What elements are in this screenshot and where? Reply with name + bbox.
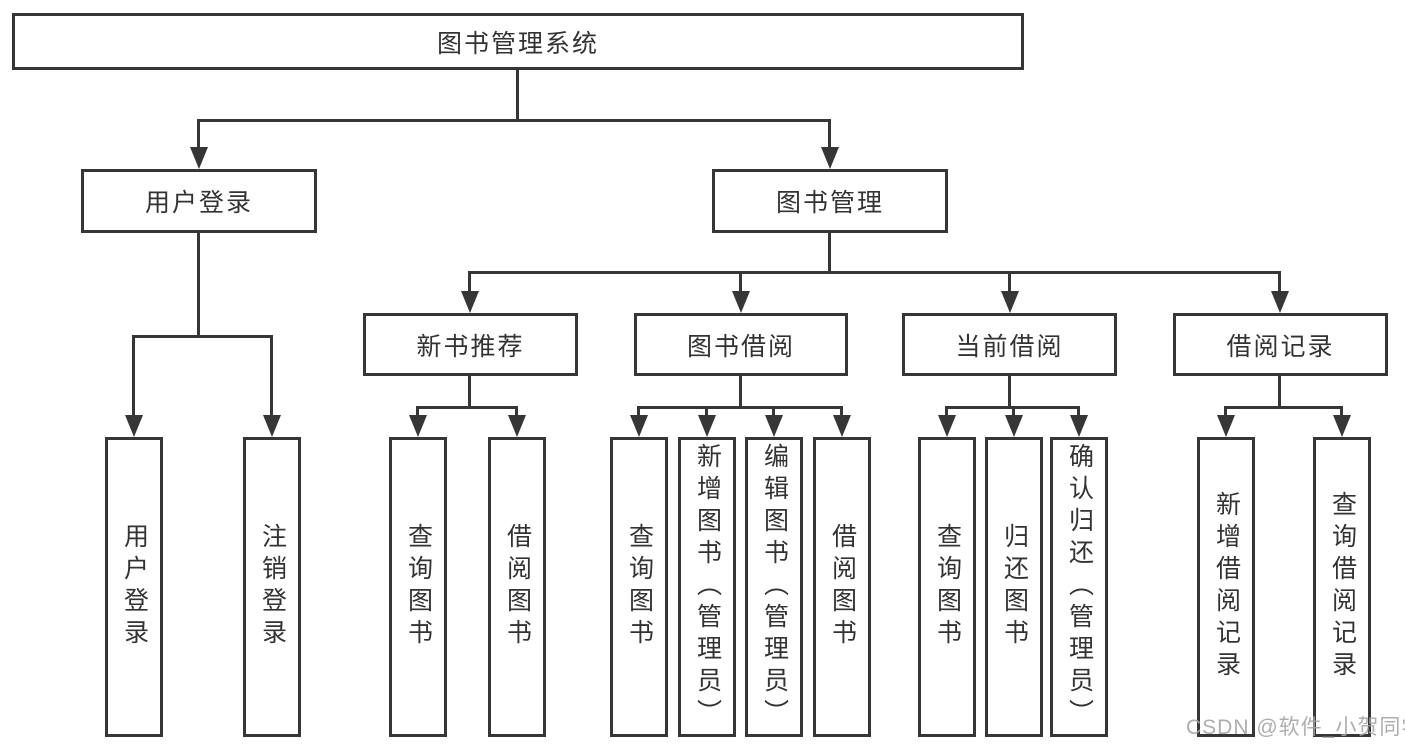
connector-line bbox=[739, 376, 742, 406]
connector-line bbox=[637, 406, 843, 409]
leaf-add-book-admin: 新增图书（管理员） bbox=[678, 437, 736, 737]
node-current-borrowing: 当前借阅 bbox=[902, 313, 1117, 376]
connector-line bbox=[468, 271, 471, 295]
arrow-down-icon bbox=[508, 415, 526, 437]
leaf-user-login: 用户登录 bbox=[105, 437, 163, 737]
connector-line bbox=[945, 406, 948, 418]
connector-line bbox=[828, 233, 831, 271]
connector-line bbox=[739, 271, 742, 295]
leaf-label: 查询图书 bbox=[933, 523, 962, 651]
arrow-down-icon bbox=[765, 415, 783, 437]
node-book-management: 图书管理 bbox=[712, 169, 948, 233]
arrow-down-icon bbox=[1070, 415, 1088, 437]
arrow-down-icon bbox=[1005, 415, 1023, 437]
node-borrowing-records: 借阅记录 bbox=[1173, 313, 1388, 376]
arrow-down-icon bbox=[1333, 415, 1351, 437]
leaf-borrow-books-borrowing: 借阅图书 bbox=[813, 437, 871, 737]
connector-line bbox=[515, 406, 518, 418]
leaf-label: 查询图书 bbox=[404, 523, 433, 651]
connector-line bbox=[840, 406, 843, 418]
arrow-down-icon bbox=[821, 147, 839, 169]
connector-line bbox=[1077, 406, 1080, 418]
connector-line bbox=[516, 70, 519, 119]
arrow-down-icon bbox=[938, 415, 956, 437]
connector-line bbox=[637, 406, 640, 418]
leaf-query-books-borrowing: 查询图书 bbox=[610, 437, 668, 737]
leaf-query-books-current: 查询图书 bbox=[918, 437, 976, 737]
leaf-label: 新增借阅记录 bbox=[1212, 491, 1241, 683]
leaf-query-borrow-record: 查询借阅记录 bbox=[1313, 437, 1371, 737]
connector-line bbox=[416, 406, 419, 418]
arrow-down-icon bbox=[1001, 291, 1019, 313]
connector-line bbox=[1008, 271, 1011, 295]
node-book-borrowing: 图书借阅 bbox=[634, 313, 848, 376]
leaf-query-books-recommend: 查询图书 bbox=[389, 437, 447, 737]
connector-line bbox=[1008, 376, 1011, 406]
arrow-down-icon bbox=[125, 415, 143, 437]
connector-line bbox=[197, 119, 200, 149]
connector-line bbox=[468, 376, 471, 406]
connector-line bbox=[468, 271, 1281, 274]
connector-line bbox=[132, 335, 135, 417]
connector-line bbox=[1224, 406, 1227, 418]
arrow-down-icon bbox=[630, 415, 648, 437]
leaf-logout: 注销登录 bbox=[243, 437, 301, 737]
node-new-book-recommendation: 新书推荐 bbox=[363, 313, 578, 376]
leaf-label: 新增图书（管理员） bbox=[693, 443, 722, 731]
arrow-down-icon bbox=[698, 415, 716, 437]
leaf-label: 借阅图书 bbox=[503, 523, 532, 651]
arrow-down-icon bbox=[732, 291, 750, 313]
node-user-login: 用户登录 bbox=[81, 169, 317, 233]
connector-line bbox=[772, 406, 775, 418]
arrow-down-icon bbox=[409, 415, 427, 437]
connector-line bbox=[1340, 406, 1343, 418]
leaf-confirm-return-admin: 确认归还（管理员） bbox=[1050, 437, 1108, 737]
connector-line bbox=[197, 233, 200, 335]
leaf-return-books: 归还图书 bbox=[985, 437, 1043, 737]
arrow-down-icon bbox=[1217, 415, 1235, 437]
connector-line bbox=[1278, 376, 1281, 406]
arrow-down-icon bbox=[190, 147, 208, 169]
arrow-down-icon bbox=[833, 415, 851, 437]
connector-line bbox=[198, 119, 831, 122]
connector-line bbox=[416, 406, 518, 409]
leaf-edit-book-admin: 编辑图书（管理员） bbox=[745, 437, 803, 737]
arrow-down-icon bbox=[1271, 291, 1289, 313]
connector-line bbox=[1224, 406, 1343, 409]
leaf-add-borrow-record: 新增借阅记录 bbox=[1197, 437, 1255, 737]
leaf-label: 确认归还（管理员） bbox=[1065, 443, 1094, 731]
leaf-borrow-books-recommend: 借阅图书 bbox=[488, 437, 546, 737]
connector-line bbox=[132, 335, 273, 338]
watermark: CSDN @软件_小贺同学 bbox=[1186, 716, 1405, 739]
leaf-label: 借阅图书 bbox=[828, 523, 857, 651]
connector-line bbox=[828, 119, 831, 149]
connector-line bbox=[705, 406, 708, 418]
leaf-label: 用户登录 bbox=[120, 523, 149, 651]
arrow-down-icon bbox=[461, 291, 479, 313]
node-root-library-management-system: 图书管理系统 bbox=[12, 13, 1024, 70]
leaf-label: 编辑图书（管理员） bbox=[760, 443, 789, 731]
connector-line bbox=[270, 335, 273, 417]
leaf-label: 查询借阅记录 bbox=[1328, 491, 1357, 683]
leaf-label: 注销登录 bbox=[258, 523, 287, 651]
connector-line bbox=[1278, 271, 1281, 295]
leaf-label: 归还图书 bbox=[1000, 523, 1029, 651]
arrow-down-icon bbox=[263, 415, 281, 437]
connector-line bbox=[1012, 406, 1015, 418]
leaf-label: 查询图书 bbox=[625, 523, 654, 651]
